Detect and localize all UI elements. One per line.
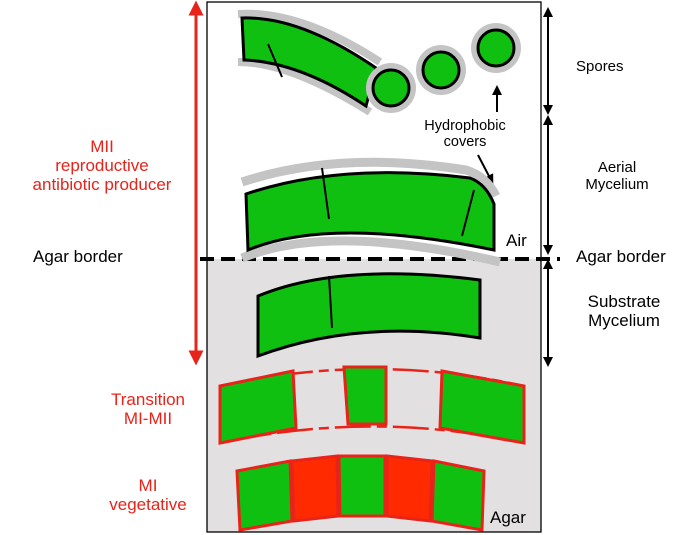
spore-hypha-segment	[240, 16, 378, 109]
hydrophobic-line1: Hydrophobic	[424, 118, 506, 134]
substrate-mycelium-label: Substrate Mycelium	[588, 292, 661, 330]
mi-label-line2: vegetative	[109, 495, 187, 515]
substrate-line2: Mycelium	[588, 311, 660, 331]
mii-label-line1: MII	[90, 137, 114, 156]
aerial-hypha	[240, 157, 502, 267]
transition-label: Transition MI-MII	[111, 390, 185, 428]
hydrophobic-covers-label: Hydrophobic covers	[424, 118, 505, 150]
mii-label: MII reproductive antibiotic producer	[33, 137, 172, 194]
cover-pointer-down	[477, 154, 494, 185]
aerial-line2: Mycelium	[585, 175, 649, 193]
spore-1	[371, 68, 411, 108]
mii-label-line3: antibiotic producer	[32, 175, 172, 195]
mi-label-line1: MI	[138, 476, 158, 495]
agar-border-label-right: Agar border	[576, 247, 666, 266]
mi-vegetative-label: MI vegetative	[109, 476, 187, 514]
aerial-line1: Aerial	[597, 159, 637, 176]
aerial-mycelium-label: Aerial Mycelium	[585, 159, 649, 194]
substrate-line1: Substrate	[587, 292, 661, 311]
transition-hypha	[218, 365, 526, 445]
agar-border-label-left: Agar border	[33, 247, 123, 266]
transition-compartment-1	[218, 369, 298, 445]
transition-compartment-3	[438, 369, 526, 445]
panel-frame	[206, 1, 542, 533]
hydrophobic-line2: covers	[443, 134, 487, 151]
transition-label-line1: Transition	[110, 390, 186, 409]
agar-label: Agar	[490, 508, 526, 527]
air-label: Air	[506, 231, 527, 250]
transition-label-line2: MI-MII	[123, 409, 173, 429]
transition-compartment-2	[342, 365, 388, 426]
spore-3	[476, 28, 516, 68]
substrate-hypha	[256, 272, 482, 359]
spore-chain	[237, 9, 521, 116]
spore-2	[421, 50, 461, 90]
mi-hypha	[235, 454, 486, 532]
spores-label: Spores	[576, 58, 624, 75]
mii-label-line2: reproductive	[55, 156, 149, 176]
